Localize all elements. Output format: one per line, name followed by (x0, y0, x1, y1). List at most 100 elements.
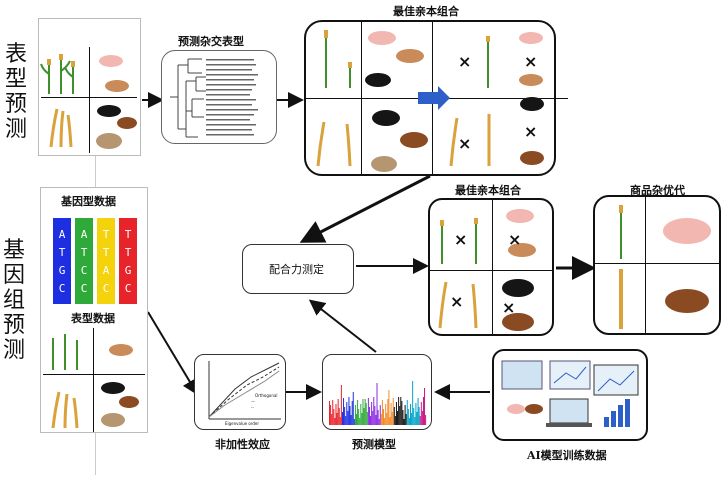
pig-icon (368, 31, 396, 45)
cross-symbol: × (508, 230, 522, 249)
cattle-icon (372, 110, 400, 126)
manhattan-bar (415, 403, 417, 425)
bar-chart-icon (604, 399, 630, 427)
manhattan-bar (379, 405, 381, 425)
commercial-title: 商品杂优代 (630, 184, 685, 197)
wheat-icon (49, 108, 73, 148)
manhattan-bar (402, 410, 404, 425)
black-pig-icon (365, 73, 391, 87)
manhattan-bar (335, 404, 337, 425)
manhattan-bar (352, 392, 354, 425)
best-combo-mid-title: 最佳亲本组合 (455, 184, 521, 197)
phenotype-panel-top (38, 18, 141, 156)
manhattan-bar (421, 411, 423, 425)
manhattan-bar (387, 399, 389, 425)
manhattan-bar (365, 403, 367, 425)
svg-text:A: A (103, 264, 110, 277)
plot-legend-orthogonal: Orthogonal (255, 393, 278, 398)
manhattan-bar (385, 404, 387, 425)
manhattan-bar (350, 415, 352, 425)
manhattan-bar (364, 399, 366, 425)
manhattan-bar (394, 416, 396, 425)
cross-symbol: × (450, 292, 464, 311)
manhattan-bar (360, 404, 362, 425)
predict-hybrid-title: 预测杂交表型 (178, 35, 244, 48)
cross-symbol: × (458, 52, 472, 71)
cattle-icon (371, 156, 397, 172)
non-additive-title: 非加性效应 (215, 438, 270, 451)
pig-icon (105, 80, 129, 92)
pig-icon (109, 344, 133, 356)
dna-column (75, 218, 93, 304)
manhattan-bar (406, 400, 408, 425)
pig-icon (99, 55, 123, 67)
manhattan-bar (358, 409, 360, 425)
manhattan-bar (367, 398, 369, 425)
manhattan-bar (349, 406, 351, 425)
manhattan-bar (417, 398, 419, 425)
manhattan-bar (345, 416, 347, 425)
manhattan-bar (372, 411, 374, 425)
cattle-icon (525, 404, 543, 414)
manhattan-bar (388, 390, 390, 425)
manhattan-bar (351, 401, 353, 425)
cattle-icon (117, 117, 137, 129)
svg-text:C: C (125, 282, 132, 295)
manhattan-bar (411, 413, 413, 425)
svg-text:--: -- (251, 405, 254, 410)
cross-symbol: × (458, 134, 472, 153)
svg-text:A: A (81, 228, 88, 241)
blue-arrow-icon (418, 86, 450, 110)
manhattan-bar (375, 415, 377, 425)
manhattan-bar (401, 401, 403, 425)
manhattan-bar (412, 381, 414, 425)
manhattan-bar (407, 409, 409, 425)
divider-v (361, 22, 362, 174)
panel-divider-v (89, 47, 90, 153)
dna-column (119, 218, 137, 304)
ai-training-title: AI模型训练数据 (527, 449, 607, 462)
best-combo-mid-illustration (438, 209, 536, 331)
dashboard-icon (501, 360, 543, 390)
manhattan-bar (425, 415, 427, 425)
svg-text:T: T (81, 246, 88, 259)
black-pig-icon (97, 105, 121, 117)
manhattan-bar (389, 417, 391, 425)
manhattan-bar (398, 397, 400, 425)
pig-icon (519, 74, 543, 86)
manhattan-bar (329, 401, 330, 425)
ai-training-illustration (501, 360, 639, 427)
genotype-phenotype-illustration (51, 334, 139, 429)
non-additive-plot-box: —-- Orthogonal Eigenvalue order (194, 354, 286, 430)
manhattan-bar (347, 411, 349, 425)
manhattan-bar (408, 418, 410, 425)
combining-ability-node: 配合力测定 (242, 244, 354, 294)
manhattan-bar (424, 388, 426, 425)
svg-text:G: G (59, 264, 66, 277)
phenotype-illustrations (40, 54, 137, 149)
manhattan-bar (378, 419, 380, 425)
manhattan-bar (332, 400, 334, 425)
svg-text:C: C (103, 282, 110, 295)
svg-text:T: T (103, 246, 110, 259)
prediction-model-title: 预测模型 (352, 438, 396, 451)
combining-ability-label: 配合力测定 (269, 263, 324, 276)
manhattan-bar (331, 414, 333, 425)
cattle-icon (119, 396, 139, 408)
manhattan-bar (416, 412, 418, 425)
cross-symbol: × (502, 298, 516, 317)
plot-axis-x-label: Eigenvalue order (225, 421, 260, 426)
cross-symbol: × (524, 122, 538, 141)
manhattan-bar (354, 405, 356, 425)
manhattan-bar (377, 410, 379, 425)
manhattan-bar (356, 414, 357, 425)
best-combo-top-box: × × × × (304, 20, 568, 176)
manhattan-bar (330, 405, 332, 425)
manhattan-bar (420, 402, 422, 425)
manhattan-bar (362, 399, 364, 425)
phenotype-data-title: 表型数据 (71, 312, 115, 325)
manhattan-bar (363, 408, 365, 425)
